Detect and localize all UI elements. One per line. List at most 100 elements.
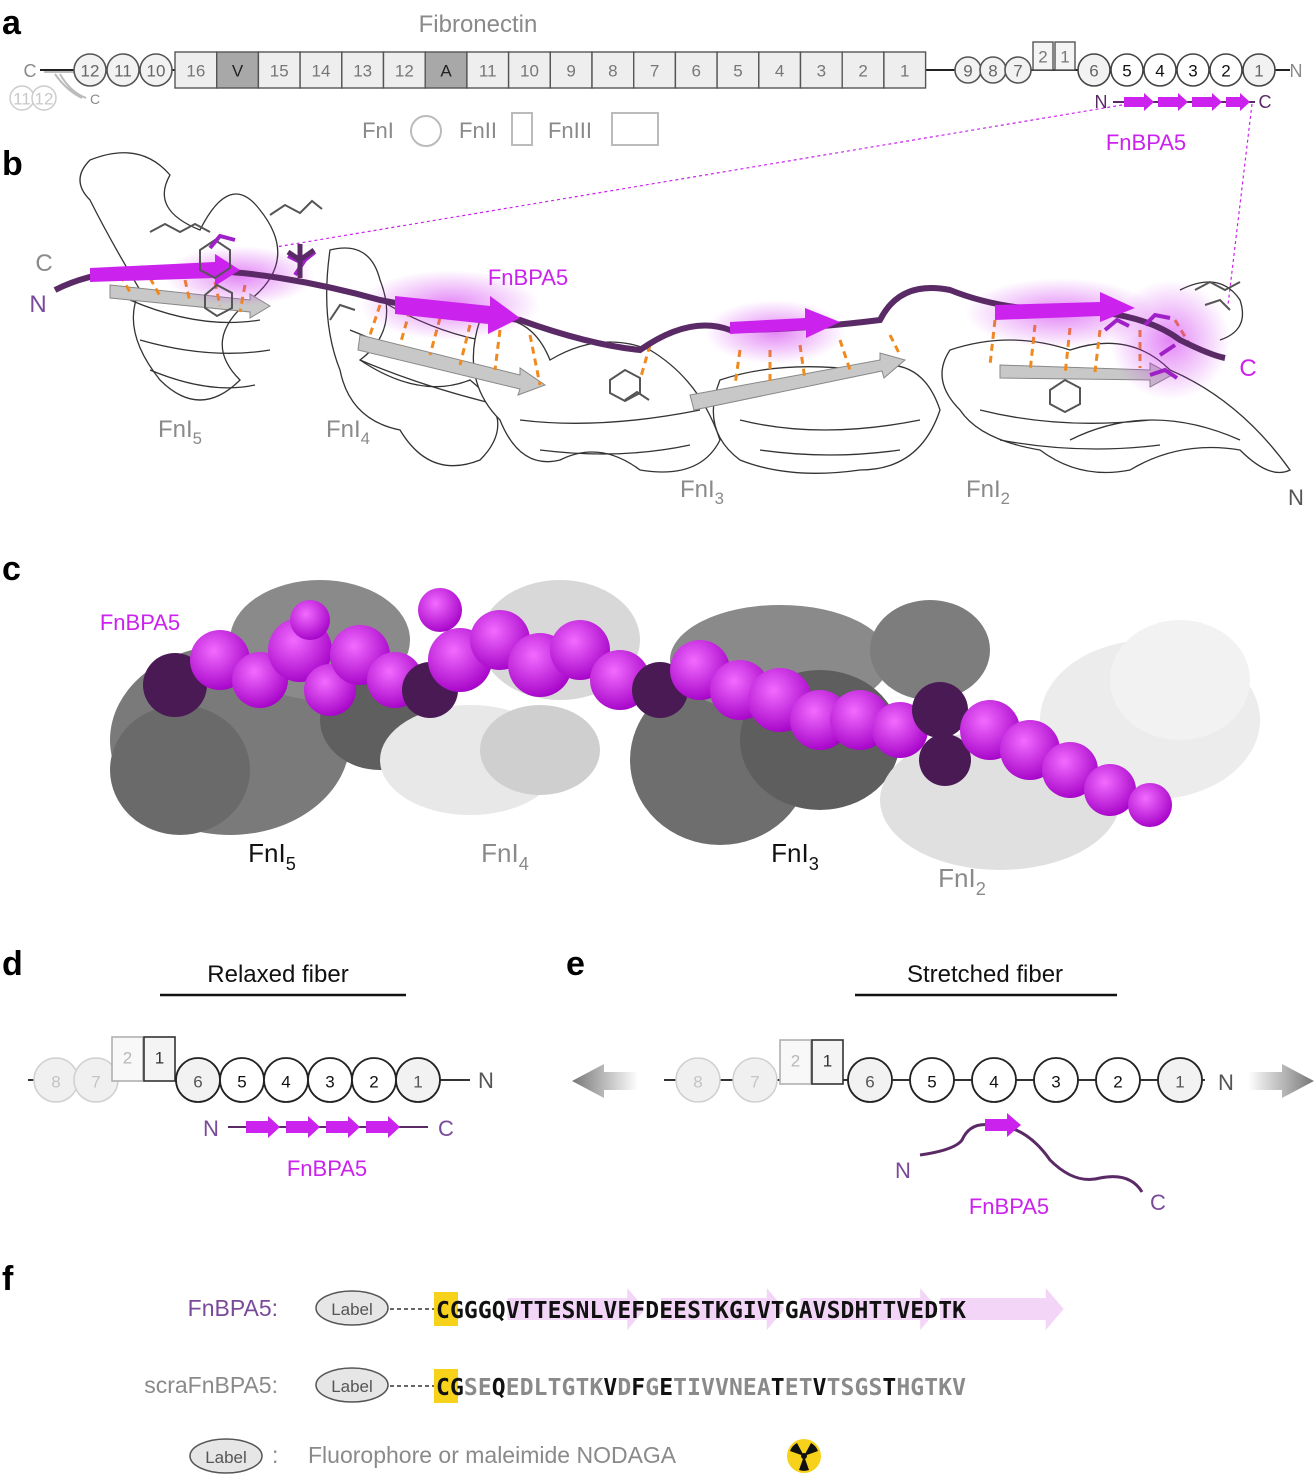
fni-module-label: 5 bbox=[237, 1073, 246, 1092]
fni-module-3 bbox=[1033, 1057, 1079, 1103]
fni-module-12 bbox=[73, 53, 107, 87]
ghost-module-label: 12 bbox=[35, 90, 54, 109]
legend-fniii: FnIII bbox=[548, 118, 592, 143]
panel-letter-c: c bbox=[2, 550, 21, 588]
d-peptide-strands bbox=[246, 1116, 400, 1138]
b-c-right: C bbox=[1239, 355, 1256, 382]
fniii-module-label: 2 bbox=[858, 62, 867, 81]
peptide-surface-blob bbox=[919, 734, 971, 786]
fniii-module-12 bbox=[382, 51, 426, 89]
peptide-surface-blob bbox=[1128, 783, 1172, 827]
stretch-arrow-left bbox=[572, 1064, 638, 1098]
stretch-arrow-right bbox=[1248, 1064, 1314, 1098]
fniii-module-label: 16 bbox=[186, 62, 205, 81]
legend-text: Fluorophore or maleimide NODAGA bbox=[308, 1442, 677, 1468]
panel-letter-a: a bbox=[2, 4, 22, 42]
c-domain-label-3: FnI3 bbox=[771, 838, 819, 874]
c-domain-label-2: FnI2 bbox=[938, 863, 986, 899]
cysteine-highlight bbox=[434, 1369, 458, 1403]
seq-row-2-name: scraFnBPA5: bbox=[144, 1372, 278, 1398]
faded-module-label: 8 bbox=[51, 1073, 60, 1092]
panel-letter-f: f bbox=[2, 1260, 14, 1298]
seq-row-1-name: FnBPA5: bbox=[188, 1295, 278, 1321]
c-domain-label-4: FnI4 bbox=[481, 838, 529, 874]
fni-module-label: 4 bbox=[989, 1073, 998, 1092]
fnii-module-2 bbox=[779, 1039, 812, 1085]
fnii-module-label: 1 bbox=[155, 1049, 164, 1068]
d-peptide-n: N bbox=[203, 1116, 219, 1141]
cysteine-highlight bbox=[434, 1292, 458, 1326]
fni-module-label: 3 bbox=[1051, 1073, 1060, 1092]
fnii-module-label: 2 bbox=[123, 1049, 132, 1068]
c-domain-label-5: FnI5 bbox=[248, 838, 296, 874]
strand-arrow bbox=[940, 1288, 1064, 1330]
fniii-module-label: 3 bbox=[817, 62, 826, 81]
peptide-surface-blob bbox=[1042, 742, 1098, 798]
e-peptide-name: FnBPA5 bbox=[969, 1194, 1049, 1219]
fniii-module-label: 8 bbox=[608, 62, 617, 81]
d-peptide-name: FnBPA5 bbox=[287, 1156, 367, 1181]
fniii-module-label: 13 bbox=[353, 62, 372, 81]
fniii-module-1 bbox=[883, 51, 927, 89]
fniii-module-9 bbox=[549, 51, 593, 89]
b-domain-label-3: FnI3 bbox=[680, 476, 724, 508]
fni-module-label: 3 bbox=[325, 1073, 334, 1092]
e-n-terminus: N bbox=[1218, 1070, 1234, 1095]
seq-row-2-sequence: CGSEQEDLTGTKVDFGETIVVNEATETVTSGSTHGTKV bbox=[436, 1375, 966, 1401]
fni-right-module-label: 3 bbox=[1188, 62, 1197, 81]
fniii-module-4 bbox=[758, 51, 802, 89]
fni-right-module-label: 1 bbox=[1254, 62, 1263, 81]
seq-row-1-strand-arrows bbox=[507, 1288, 1064, 1330]
seq-row-2-label-badge bbox=[315, 1367, 389, 1403]
fni-right-module-6 bbox=[1077, 53, 1111, 87]
fniii-module-label: 5 bbox=[733, 62, 742, 81]
fniii-module-label: 12 bbox=[395, 62, 414, 81]
side-chain-sticks bbox=[149, 199, 1241, 414]
faded-module-7 bbox=[732, 1057, 778, 1103]
a-fnbpa5-peptide: N C FnBPA5 bbox=[1095, 92, 1272, 155]
ghost-c-terminus: C bbox=[90, 91, 100, 107]
fni-module-4 bbox=[971, 1057, 1017, 1103]
fni-mid-module-label: 8 bbox=[988, 62, 997, 81]
fniii-module-label: 11 bbox=[479, 62, 497, 81]
legend-colon: : bbox=[272, 1442, 278, 1468]
fni-module-label: 1 bbox=[413, 1073, 422, 1092]
fniii-module-14 bbox=[299, 51, 343, 89]
e-peptide-c: C bbox=[1150, 1190, 1166, 1215]
a-fnbpa5-n: N bbox=[1095, 92, 1108, 112]
a-fnbpa5-c: C bbox=[1259, 92, 1272, 112]
fnii-module-label: 2 bbox=[791, 1052, 800, 1071]
fniii-module-label: 1 bbox=[900, 62, 909, 81]
fniii-module-label: V bbox=[232, 62, 244, 81]
b-domain-label-5: FnI5 bbox=[158, 416, 202, 448]
fniii-module-11 bbox=[466, 51, 510, 89]
fni-module-6 bbox=[847, 1057, 893, 1103]
fniii-module-5 bbox=[716, 51, 760, 89]
legend-fnii-box bbox=[511, 112, 533, 146]
fni-right-module-2 bbox=[1209, 53, 1243, 87]
seq-row-2-label: Label bbox=[331, 1377, 373, 1396]
fniii-module-V bbox=[215, 51, 260, 89]
fniii-module-A bbox=[424, 51, 468, 89]
fniii-module-label: 10 bbox=[520, 62, 539, 81]
fniii-module-6 bbox=[674, 51, 718, 89]
fni-module-label: 2 bbox=[1113, 1073, 1122, 1092]
fniii-module-label: 15 bbox=[270, 62, 289, 81]
fni-module-label: 5 bbox=[927, 1073, 936, 1092]
strand-arrow bbox=[661, 1288, 785, 1330]
faded-module-8 bbox=[675, 1057, 721, 1103]
faded-module-label: 8 bbox=[693, 1073, 702, 1092]
b-fnbpa5-label: FnBPA5 bbox=[488, 265, 568, 290]
fni-mid-module-label: 7 bbox=[1013, 62, 1022, 81]
fni-module-label: 2 bbox=[369, 1073, 378, 1092]
fnbpa5-beta-strands bbox=[90, 254, 1135, 338]
